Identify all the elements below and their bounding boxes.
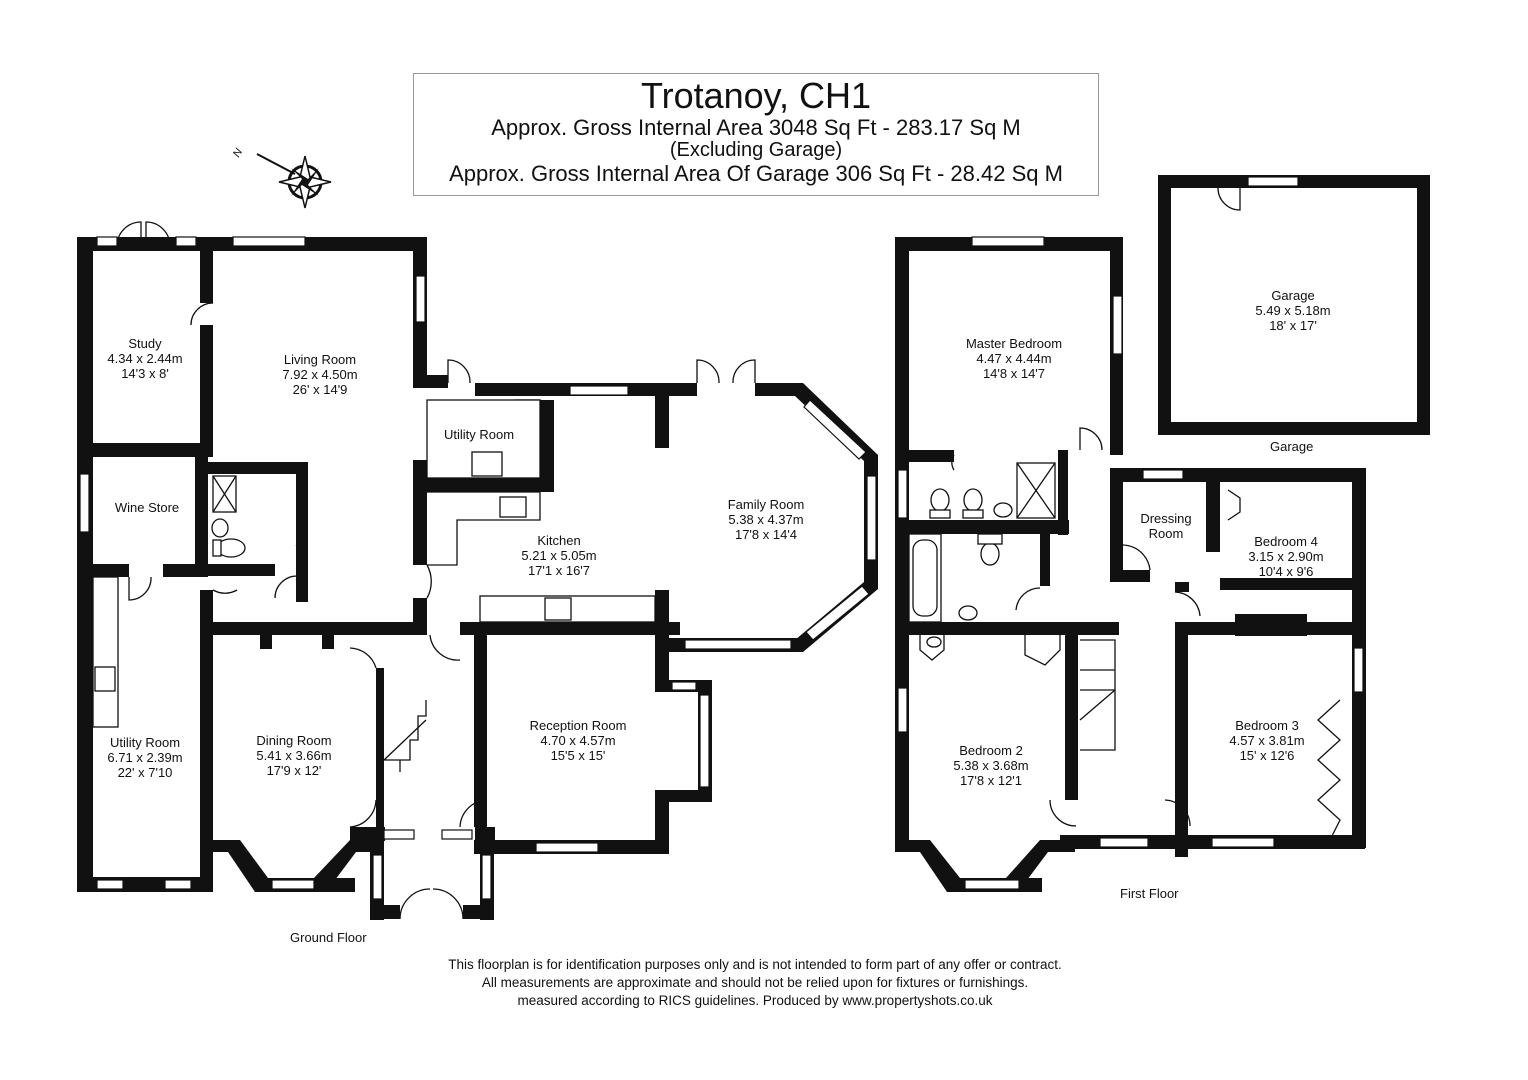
first-floor-label: First Floor (1120, 886, 1179, 901)
disclaimer: This floorplan is for identification pur… (448, 957, 1062, 1008)
property-title: Trotanoy, CH1 (640, 75, 872, 116)
title-box: Trotanoy, CH1 Approx. Gross Internal Are… (413, 73, 1099, 196)
ground-floor-label: Ground Floor (290, 930, 367, 945)
first-floor-fixtures (908, 462, 1341, 841)
garage-floor-label: Garage (1270, 439, 1314, 454)
garage-area: Approx. Gross Internal Area Of Garage 30… (449, 161, 1063, 186)
gross-area: Approx. Gross Internal Area 3048 Sq Ft -… (491, 115, 1021, 140)
first-floor-doors (951, 427, 1241, 827)
room-dressing: Dressing Room (1140, 511, 1192, 541)
compass-icon (256, 153, 332, 209)
ground-floor-windows (79, 236, 877, 900)
first-floor-windows (897, 236, 1364, 890)
excluding-note: (Excluding Garage) (669, 139, 843, 161)
garage-walls (1158, 175, 1430, 435)
ground-floor-walls (77, 237, 878, 920)
ground-floor-doors (116, 221, 756, 920)
room-wine-store: Wine Store (114, 500, 180, 515)
ground-floor-fixtures (92, 399, 656, 772)
room-utility-small: Utility Room (443, 427, 515, 442)
